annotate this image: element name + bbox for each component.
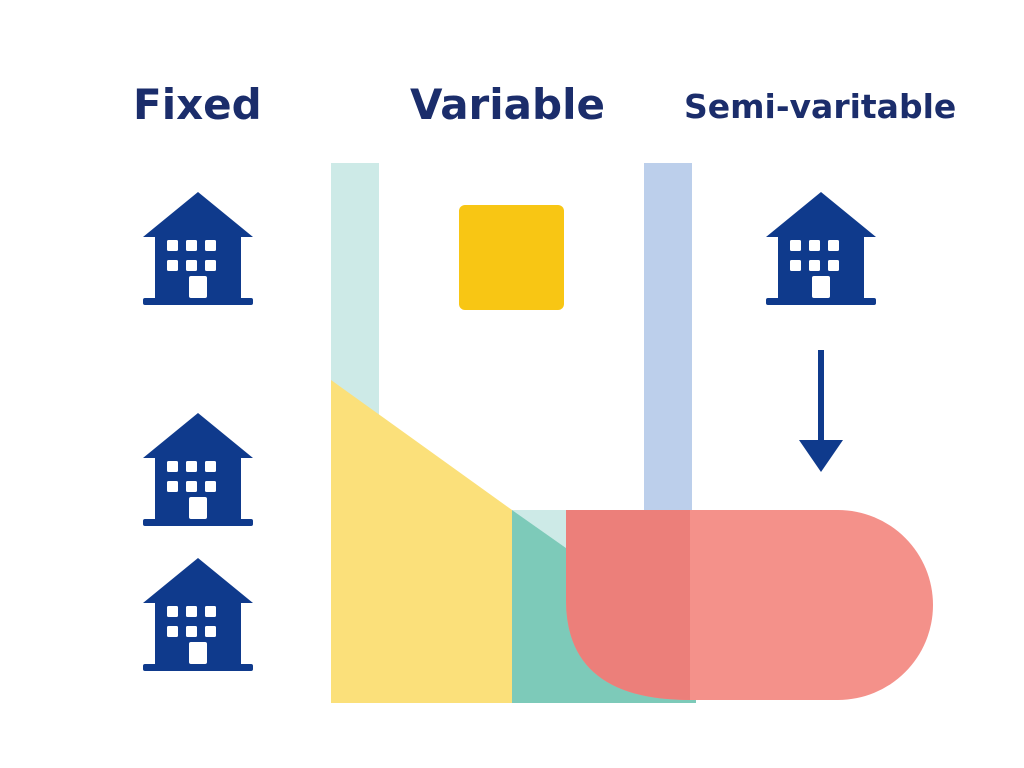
coral-shape-overlap: [566, 510, 690, 700]
building-icon: [143, 413, 253, 526]
periwinkle-bar: [644, 163, 692, 513]
yellow-area: [331, 380, 512, 703]
arrow-down-icon: [799, 350, 843, 472]
heading-variable: Variable: [410, 80, 605, 129]
building-icon: [143, 558, 253, 671]
teal-area: [512, 510, 566, 703]
building-icon: [766, 192, 876, 305]
heading-fixed: Fixed: [133, 80, 262, 129]
building-icon: [143, 192, 253, 305]
heading-semi-variable: Semi-varitable: [684, 87, 957, 126]
yellow-square: [459, 205, 564, 310]
